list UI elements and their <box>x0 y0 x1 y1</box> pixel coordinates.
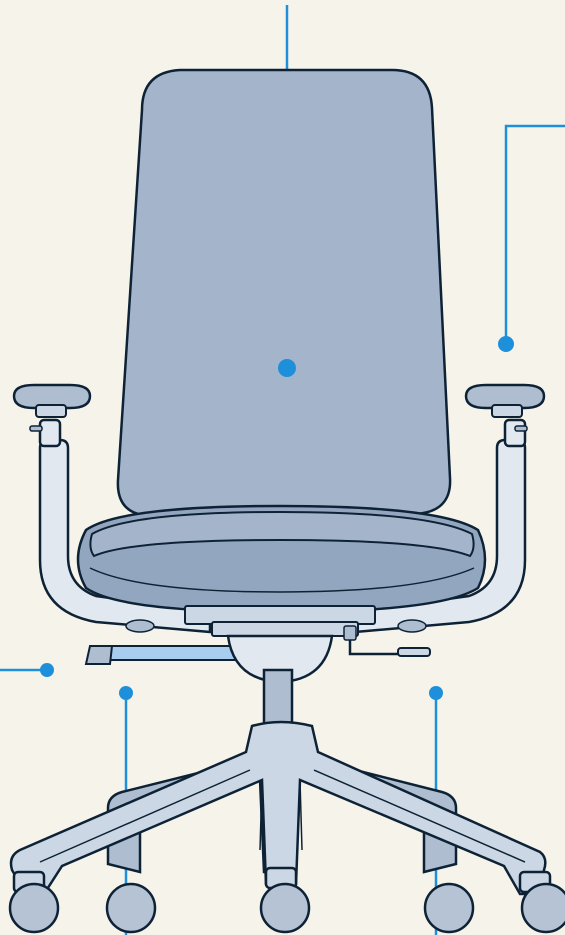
backrest-callout-dot[interactable] <box>278 359 296 377</box>
caster-wheel-3 <box>261 884 309 932</box>
tilt-lever-handle <box>86 646 112 664</box>
base-right-callout-dot[interactable] <box>429 686 443 700</box>
tilt-lever-bar <box>108 646 238 660</box>
height-lever-handle <box>398 648 430 656</box>
right-seat-knob <box>398 620 426 632</box>
caster-wheel-1 <box>10 884 58 932</box>
caster-wheel-4 <box>425 884 473 932</box>
right-armrest-pad-base <box>492 405 522 417</box>
upper-back-callout-dot[interactable] <box>498 336 514 352</box>
height-lever-pivot <box>344 626 356 640</box>
base-left-callout-dot[interactable] <box>119 686 133 700</box>
tilt-lever-callout-dot[interactable] <box>40 663 54 677</box>
caster-wheel-5 <box>522 884 565 932</box>
left-armrest-post <box>40 420 60 446</box>
left-armrest-pad-base <box>36 405 66 417</box>
mechanism-housing <box>212 622 358 636</box>
gas-cylinder <box>264 670 292 728</box>
right-arm-button <box>515 426 527 431</box>
left-seat-knob <box>126 620 154 632</box>
backrest <box>118 70 450 516</box>
left-arm-button <box>30 426 42 431</box>
right-armrest-post <box>505 420 525 446</box>
caster-wheel-2 <box>107 884 155 932</box>
seat <box>78 506 485 612</box>
